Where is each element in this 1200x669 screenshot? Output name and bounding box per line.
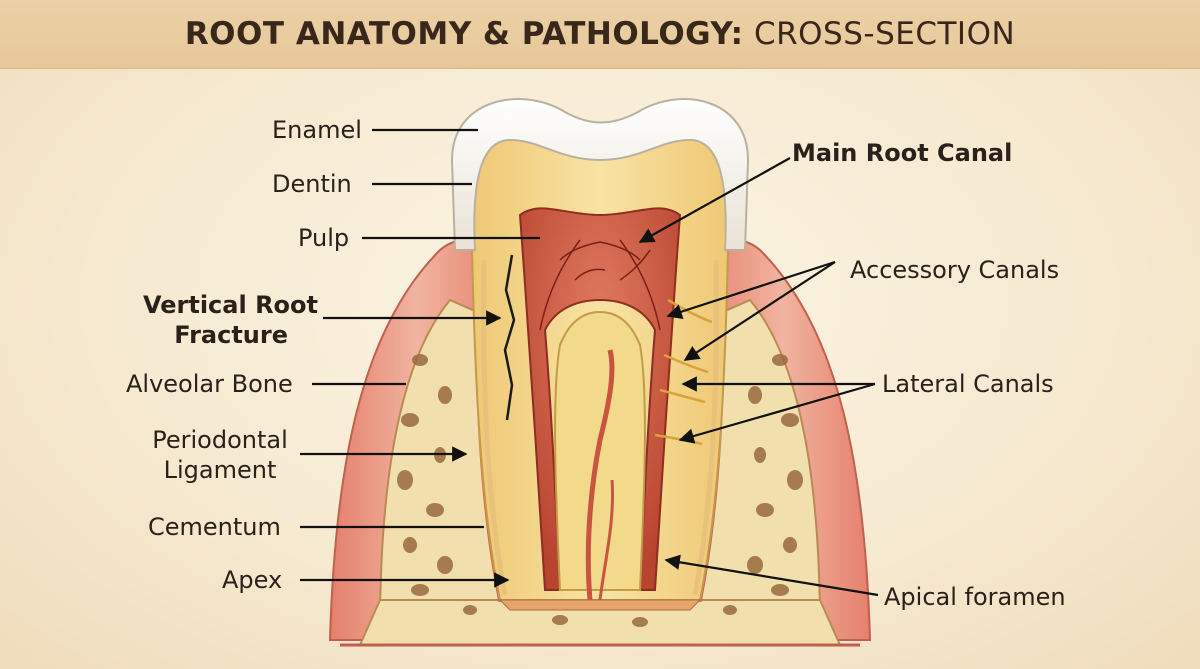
title-light: CROSS-SECTION [753, 16, 1016, 52]
label-alveolar-bone: Alveolar Bone [126, 370, 293, 398]
enamel-shape [450, 98, 750, 251]
left-leader-lines [300, 128, 540, 588]
inner-pulp-branch [585, 349, 615, 601]
pulp-nerves [539, 239, 661, 331]
label-dentin: Dentin [272, 170, 352, 198]
label-apex: Apex [222, 566, 283, 594]
label-periodontal-ligament-line2: Ligament [163, 456, 277, 484]
pulp-shape [518, 207, 682, 591]
label-apical-foramen: Apical foramen [884, 583, 1066, 611]
title-bold: ROOT ANATOMY & PATHOLOGY: [184, 16, 744, 52]
label-enamel: Enamel [272, 116, 362, 144]
bone-pores [397, 354, 803, 627]
vertical-root-fracture-line [503, 254, 516, 421]
label-lateral-canals: Lateral Canals [882, 370, 1054, 398]
label-pulp: Pulp [298, 224, 350, 252]
right-leader-lines [638, 157, 879, 597]
apex-shape [498, 599, 702, 611]
inner-pulp-branch [598, 479, 614, 601]
label-cementum: Cementum [148, 513, 281, 541]
label-periodontal-ligament-line1: Periodontal [152, 426, 288, 454]
title-bar: ROOT ANATOMY & PATHOLOGY: CROSS-SECTION [0, 0, 1200, 69]
label-vertical-root-fracture-line1: Vertical Root [142, 291, 318, 319]
label-accessory-canals: Accessory Canals [850, 256, 1060, 284]
cementum-shape [481, 259, 719, 596]
label-vertical-root-fracture-line2: Fracture [174, 321, 288, 349]
page-title: ROOT ANATOMY & PATHOLOGY: CROSS-SECTION [185, 16, 1015, 52]
label-main-root-canal: Main Root Canal [792, 139, 1013, 167]
